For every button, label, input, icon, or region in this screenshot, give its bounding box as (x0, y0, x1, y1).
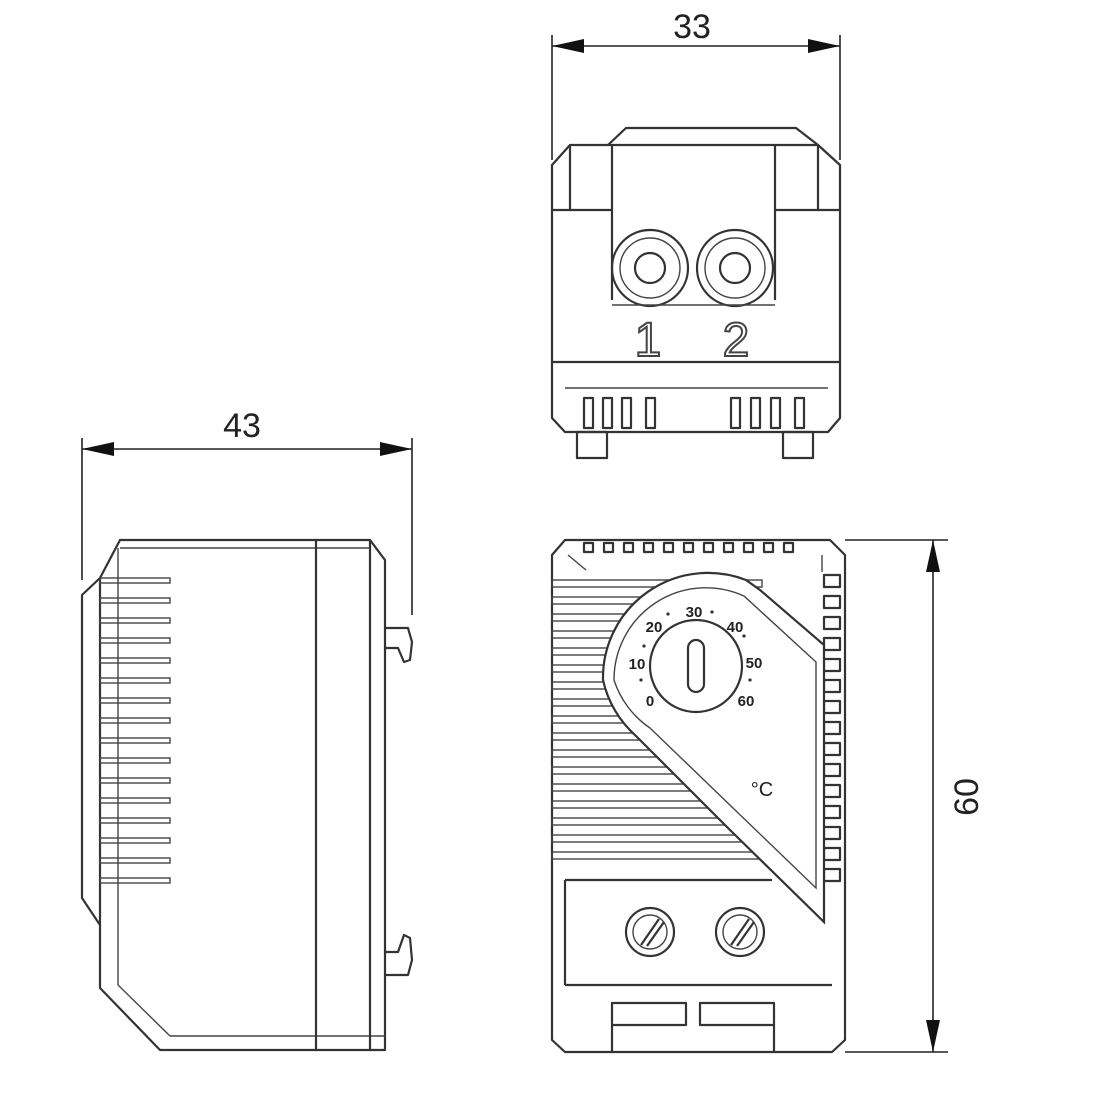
dial-scale-10: 10 (629, 656, 646, 673)
front-view: 0 10 20 30 40 50 60 °C (550, 538, 847, 1054)
side-view (80, 538, 414, 1052)
front-top-vents (582, 541, 795, 554)
temperature-unit-label: °C (751, 779, 773, 801)
dial-scale-60: 60 (738, 693, 755, 710)
dial-scale-0: 0 (646, 693, 654, 710)
dial-scale-30: 30 (686, 604, 703, 621)
dimension-height-front: 60 (845, 539, 986, 1053)
dimension-width-side: 43 (81, 407, 413, 615)
rail-clip-top (385, 626, 414, 664)
top-view-vents (582, 396, 806, 430)
dimension-label-width-side: 43 (223, 407, 261, 445)
dimension-label-width-top: 33 (673, 8, 711, 46)
terminal-hole-2 (695, 228, 775, 308)
top-view: 1 2 (550, 126, 842, 460)
terminal-label-1: 1 (635, 314, 662, 367)
side-view-ribs (99, 577, 171, 884)
dimension-label-height-front: 60 (948, 778, 986, 816)
dial-scale-20: 20 (646, 619, 663, 636)
dial-scale-50: 50 (746, 655, 763, 672)
terminal-screw-1 (624, 906, 676, 958)
terminal-hole-1 (610, 228, 690, 308)
terminal-label-2: 2 (723, 314, 750, 367)
rail-clip-bottom (385, 933, 414, 977)
terminal-screw-2 (714, 906, 766, 958)
front-side-vents (822, 573, 842, 883)
temperature-dial: 0 10 20 30 40 50 60 (629, 604, 763, 714)
dimension-width-top: 33 (551, 8, 841, 160)
dial-scale-40: 40 (727, 619, 744, 636)
